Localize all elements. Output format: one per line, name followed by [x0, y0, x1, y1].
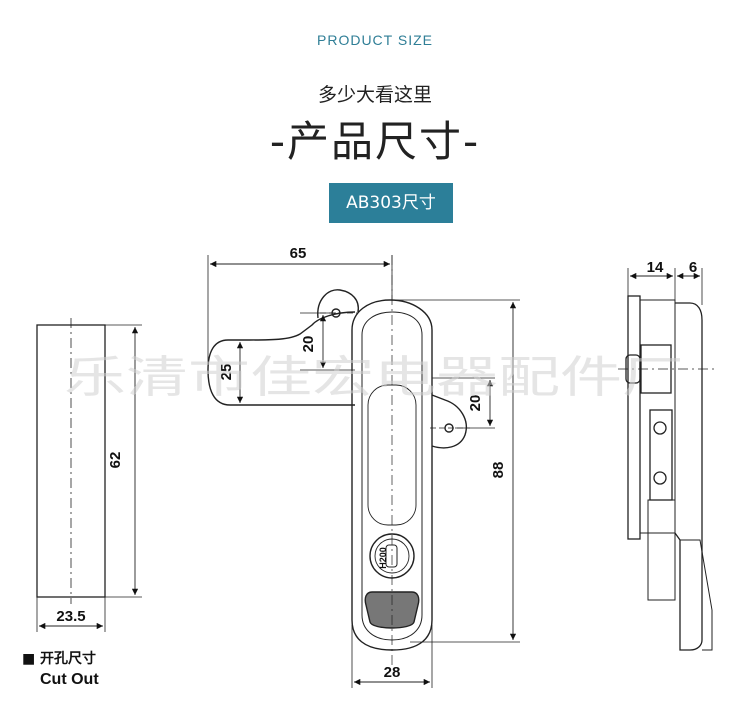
side-screw-top — [653, 421, 667, 435]
cutout-width-label: 23.5 — [56, 608, 85, 625]
right-lug — [431, 394, 467, 449]
watermark: 乐清市佳宏电器配件厂 — [64, 352, 684, 403]
legend-cutout-cn: 开孔尺寸 — [40, 650, 96, 667]
side-bracket — [649, 409, 673, 501]
side-depth-1-label: 14 — [647, 259, 664, 276]
cutout-view — [36, 318, 142, 632]
side-panel — [627, 295, 641, 540]
handle-body-inner — [361, 311, 423, 641]
side-depth-2-label: 6 — [689, 259, 697, 276]
model-badge: AB303尺寸 — [329, 183, 453, 223]
side-dimensions — [627, 268, 703, 305]
key-slot — [385, 544, 398, 568]
handle-height-label: 25 — [218, 364, 235, 381]
side-screw-bottom — [653, 471, 667, 485]
handle-arm — [207, 311, 356, 406]
handle-body — [351, 299, 433, 651]
top-lug-offset-label: 20 — [300, 336, 317, 353]
side-lower-block — [647, 499, 676, 601]
front-dimensions — [207, 255, 520, 688]
product-size-subtitle: PRODUCT SIZE — [317, 32, 433, 48]
overall-width-label: 65 — [290, 245, 307, 262]
cutout-height-label: 62 — [107, 452, 124, 469]
legend-marker: ■ — [22, 651, 35, 667]
body-height-label: 88 — [490, 462, 507, 479]
body-width-label: 28 — [384, 664, 401, 681]
legend-cutout-en: Cut Out — [40, 671, 99, 688]
side-mount — [640, 299, 676, 534]
right-lug-offset-label: 20 — [467, 395, 484, 412]
side-handle-profile — [674, 302, 703, 651]
tagline: 多少大看这里 — [317, 84, 432, 106]
side-trigger-profile — [680, 539, 713, 651]
side-view — [618, 295, 715, 651]
top-lug — [317, 289, 359, 319]
key-code-label: H200 — [378, 547, 388, 569]
page-title: -产品尺寸- — [269, 117, 481, 166]
front-view — [207, 255, 470, 665]
